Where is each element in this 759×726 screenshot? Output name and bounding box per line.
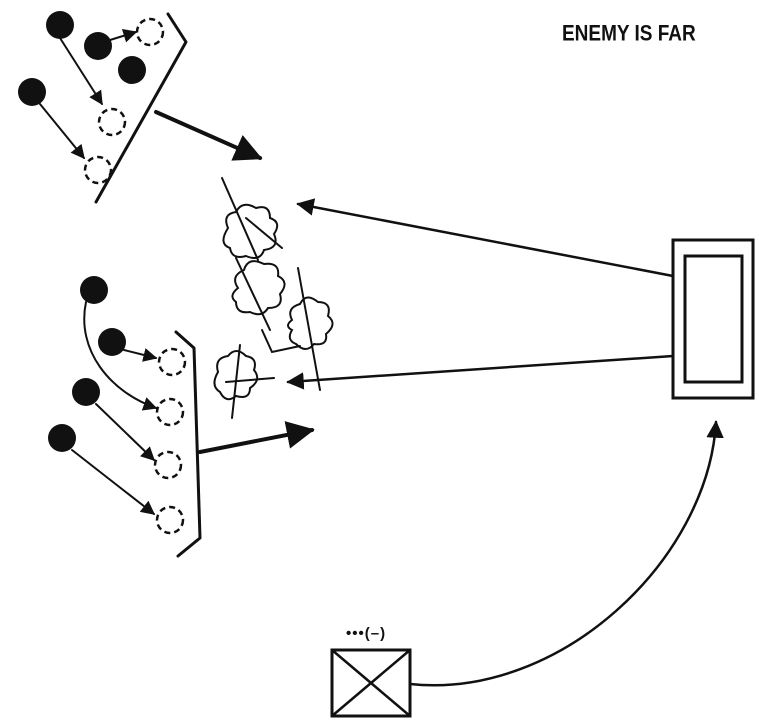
soldier-filled-icon xyxy=(84,32,112,60)
soldier-filled-icon xyxy=(80,276,108,304)
soldier-new-position-icon xyxy=(97,107,127,137)
support-position xyxy=(286,198,755,400)
smoke-cloud-icon xyxy=(222,203,279,259)
smoke-cloud-icon xyxy=(231,260,286,316)
soldier-new-position-icon xyxy=(157,347,187,377)
upper-team xyxy=(18,11,263,204)
movement-arrow xyxy=(83,301,158,411)
obstacle-line xyxy=(221,177,259,261)
support-position-inner-box xyxy=(683,254,744,384)
soldier-filled-icon xyxy=(72,378,100,406)
soldier-filled-icon xyxy=(48,424,76,452)
diagram-title: ENEMY IS FAR xyxy=(562,22,696,47)
team-bracket xyxy=(174,330,202,558)
soldier-new-position-icon xyxy=(83,155,113,185)
soldier-filled-icon xyxy=(98,328,126,356)
obstacle-line xyxy=(225,377,275,383)
team-advance-arrow xyxy=(154,110,263,161)
obstacle-line xyxy=(297,267,321,391)
fire-arrow xyxy=(286,354,675,390)
team-bracket xyxy=(94,12,188,204)
lower-team xyxy=(48,276,315,558)
soldier-new-position-icon xyxy=(153,450,183,480)
unit-symbol xyxy=(330,420,724,718)
support-position-outer-box xyxy=(671,238,755,400)
movement-arrow xyxy=(109,29,138,43)
soldier-new-position-icon xyxy=(155,397,185,427)
smoke-cluster xyxy=(213,177,334,419)
movement-arrow xyxy=(95,403,156,461)
unit-move-arrow xyxy=(408,420,724,687)
infantry-cross xyxy=(330,648,412,718)
movement-arrow xyxy=(39,103,85,160)
obstacle-line xyxy=(245,217,283,249)
soldier-new-position-icon xyxy=(155,505,185,535)
soldier-filled-icon xyxy=(18,78,46,106)
soldier-filled-icon xyxy=(46,11,74,39)
soldier-new-position-icon xyxy=(135,17,165,47)
fire-arrow xyxy=(296,198,675,278)
soldier-filled-icon xyxy=(118,56,146,84)
obstacle-line xyxy=(261,329,301,354)
team-advance-arrow xyxy=(198,421,315,454)
movement-arrow xyxy=(71,449,156,515)
obstacle-line xyxy=(235,257,271,331)
movement-arrow xyxy=(123,348,158,362)
movement-arrow xyxy=(59,37,103,106)
unit-size-label: •••(–) xyxy=(346,625,387,642)
